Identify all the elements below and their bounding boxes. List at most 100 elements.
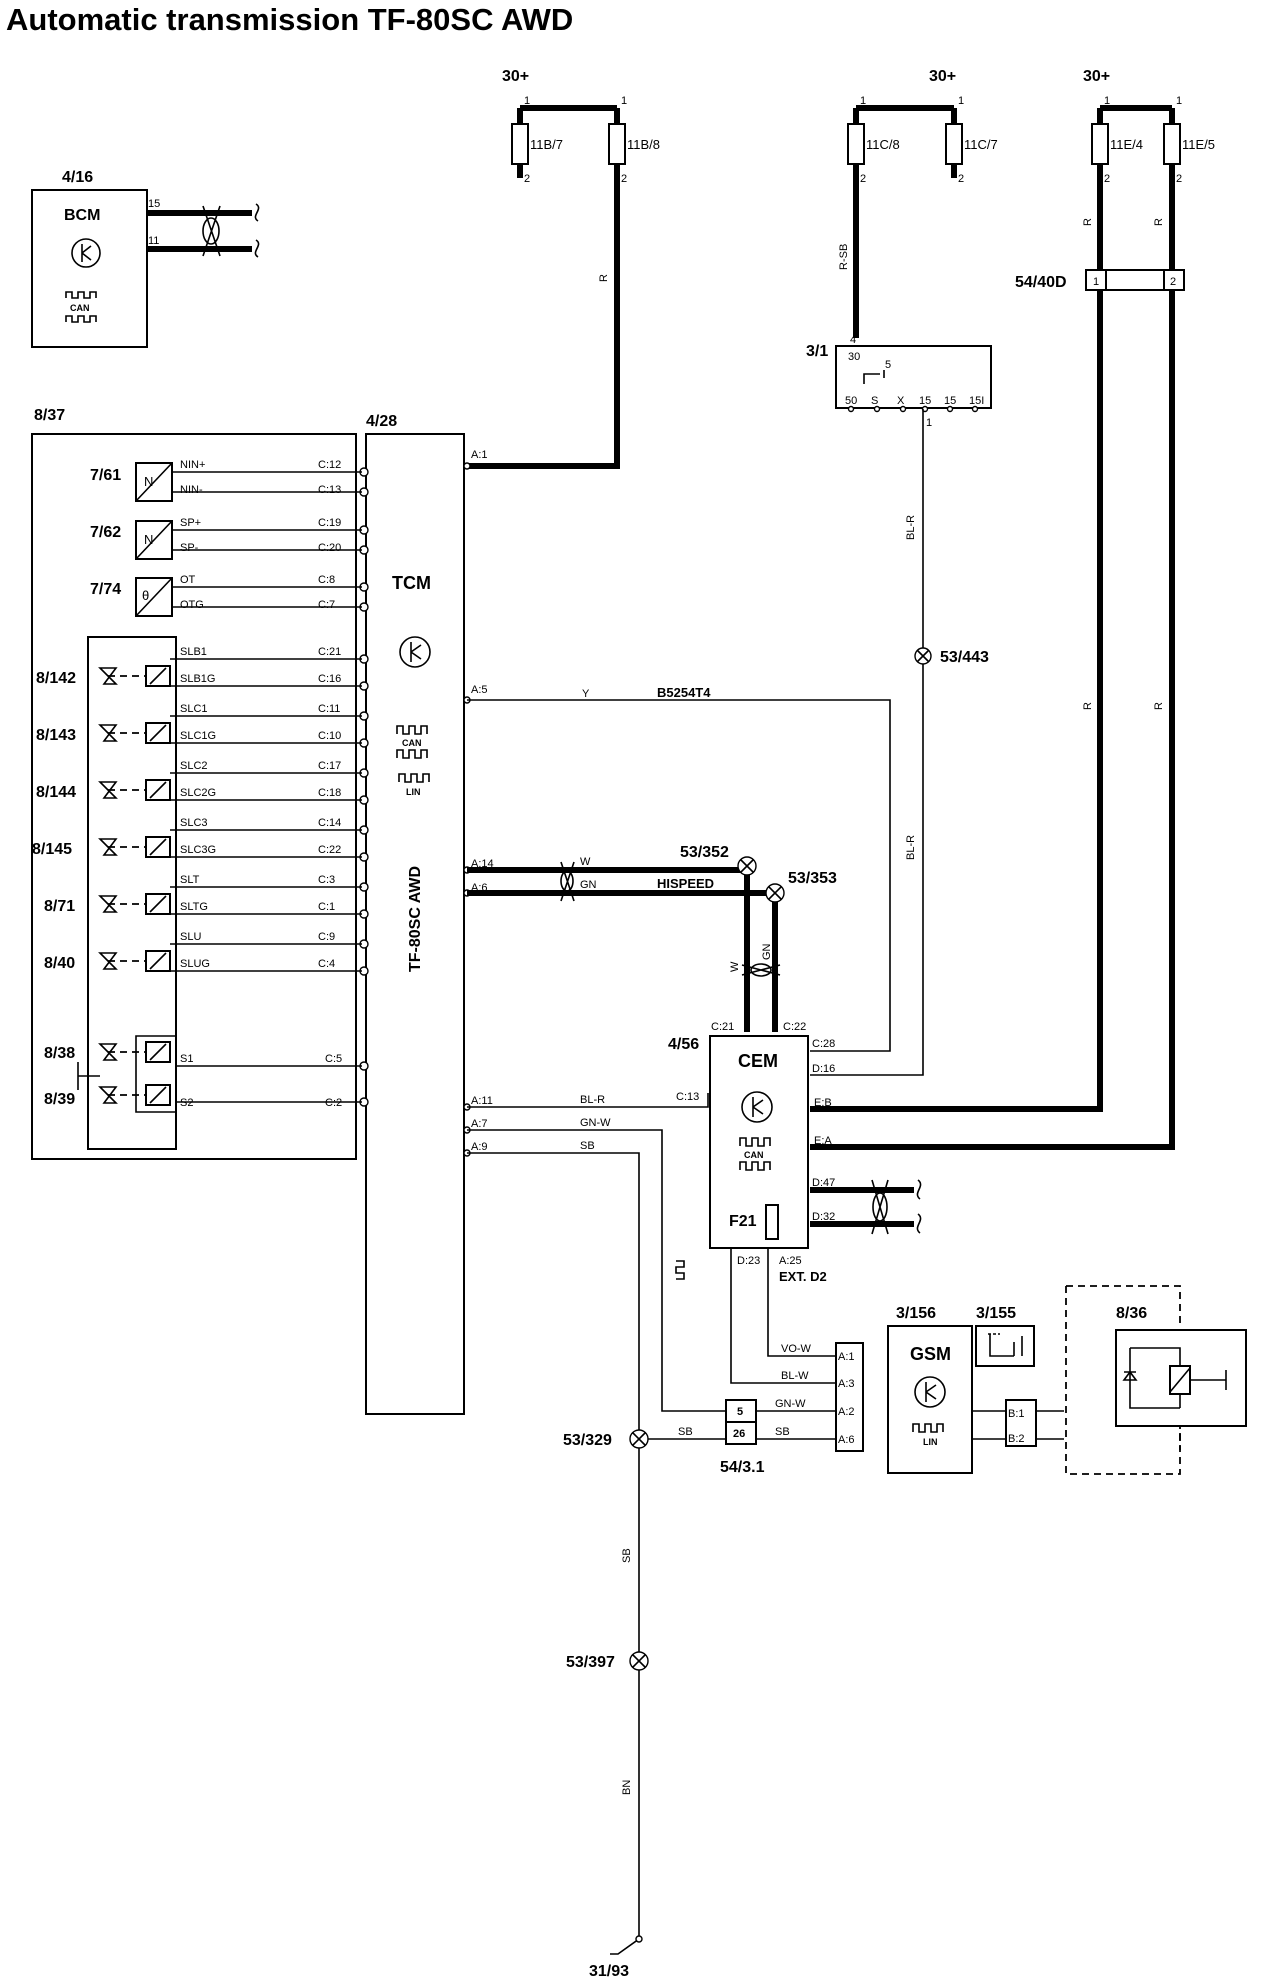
- fuse-11b7-label: 11B/7: [530, 137, 563, 152]
- svg-text:SP-: SP-: [180, 542, 199, 554]
- hispeed-can-pair: W GN HISPEED W GN 53/352 53/353: [467, 844, 837, 1032]
- svg-text:SLC2: SLC2: [180, 760, 208, 772]
- bcm-pin11: 11: [148, 235, 159, 247]
- svg-text:1: 1: [860, 95, 866, 107]
- wire-tcm-a5-cem: Y B5254T4: [467, 685, 891, 1052]
- bcm-module: 4/16 BCM CAN 15 11: [31, 169, 260, 348]
- ignition-pin-label: 50: [845, 395, 857, 407]
- tcm-pin-contact: [463, 462, 471, 470]
- gearbox-8-37: 8/37: [31, 407, 357, 1160]
- svg-text:SLU: SLU: [180, 931, 201, 943]
- svg-text:GN: GN: [580, 879, 597, 891]
- svg-text:OTG: OTG: [180, 599, 204, 611]
- svg-text:BL-R: BL-R: [905, 515, 917, 540]
- svg-text:Y: Y: [582, 688, 590, 700]
- svg-text:SB: SB: [678, 1426, 693, 1438]
- svg-text:C:5: C:5: [325, 1053, 342, 1065]
- sensor-7-61: 7/61 N NIN+ NIN- C:12 C:13: [90, 459, 362, 502]
- gsm-name: GSM: [910, 1344, 951, 1364]
- svg-text:EXT. D2: EXT. D2: [779, 1269, 827, 1284]
- svg-text:SLB1: SLB1: [180, 646, 207, 658]
- svg-text:1: 1: [1104, 95, 1110, 107]
- svg-text:C:21: C:21: [318, 646, 341, 658]
- fuse-group-11e: 30+ 1 1 2 2 11E/4 11E/5: [1083, 68, 1215, 185]
- svg-text:30: 30: [848, 351, 860, 363]
- wire-cem-a25-vow: [767, 1249, 836, 1357]
- svg-text:A:7: A:7: [471, 1118, 488, 1130]
- ignition-pin-label: 15: [944, 395, 956, 407]
- svg-text:B5254T4: B5254T4: [657, 685, 711, 700]
- sensor-7-74: 7/74 θ OT OTG C:8 C:7: [90, 574, 362, 617]
- svg-text:SP+: SP+: [180, 517, 201, 529]
- ignition-pin-label: S: [871, 395, 878, 407]
- sensor-7-62: 7/62 N SP+ SP- C:19 C:20: [90, 517, 362, 560]
- fuse-11c8-symbol: [847, 123, 865, 165]
- svg-text:A:1: A:1: [838, 1351, 855, 1363]
- svg-text:C:20: C:20: [318, 542, 341, 554]
- svg-text:BL-R: BL-R: [580, 1094, 605, 1106]
- svg-text:C:18: C:18: [318, 787, 341, 799]
- svg-text:SB: SB: [580, 1140, 595, 1152]
- fuse-11e5-label: 11E/5: [1182, 137, 1215, 152]
- svg-text:S1: S1: [180, 1053, 193, 1065]
- tcm-name: TCM: [392, 573, 431, 593]
- svg-text:1: 1: [1176, 95, 1182, 107]
- wire-11b8-to-tcm: [467, 178, 620, 469]
- gsm-transistor-icon: [914, 1376, 946, 1408]
- svg-text:2: 2: [1176, 173, 1182, 185]
- wire-tcm-a11-cem: [467, 1093, 709, 1108]
- svg-text:2: 2: [958, 173, 964, 185]
- svg-text:D:23: D:23: [737, 1255, 760, 1267]
- svg-text:R: R: [1082, 218, 1094, 226]
- wire-r-label: R: [598, 274, 610, 282]
- shift-solenoids-8-38-8-39: 8/38 8/39 S1 S2 C:5 C:2: [44, 1035, 362, 1113]
- svg-text:7/74: 7/74: [90, 581, 121, 598]
- wire-ignition-to-cem: [810, 409, 924, 1076]
- svg-text:A:3: A:3: [838, 1378, 855, 1390]
- svg-text:7/62: 7/62: [90, 524, 121, 541]
- svg-text:SLC3: SLC3: [180, 817, 208, 829]
- svg-text:SLT: SLT: [180, 874, 200, 886]
- solenoid-8-144: 8/144 SLC2 SLC2G C:17 C:18: [36, 760, 362, 801]
- wire-tcm-a7-gnw: [467, 1129, 726, 1412]
- tcm-model: TF-80SC AWD: [407, 866, 424, 972]
- svg-text:C:22: C:22: [318, 844, 341, 856]
- cem-module: 4/56 CEM CAN F21 C:21 C:22 C:28 D:16 C:1…: [668, 1021, 922, 1284]
- svg-text:R: R: [1082, 702, 1094, 710]
- wire-tcm-a9-sb: [467, 1152, 640, 1939]
- supply-30plus-middle: 30+: [929, 68, 956, 85]
- svg-text:C:1: C:1: [318, 901, 335, 913]
- svg-text:1: 1: [621, 95, 627, 107]
- svg-text:SLB1G: SLB1G: [180, 673, 215, 685]
- svg-text:2: 2: [1170, 276, 1176, 288]
- svg-text:SLUG: SLUG: [180, 958, 210, 970]
- fuse-11e5-symbol: [1163, 123, 1181, 165]
- svg-text:53/397: 53/397: [566, 1654, 615, 1671]
- diagram-title: Automatic transmission TF-80SC AWD: [6, 2, 573, 37]
- solenoid-8-143: 8/143 SLC1 SLC1G C:11 C:10: [36, 703, 362, 744]
- svg-text:A:6: A:6: [838, 1434, 855, 1446]
- svg-text:4: 4: [850, 334, 856, 346]
- svg-text:D:47: D:47: [812, 1177, 835, 1189]
- ground-31-93: 31/93: [589, 1935, 643, 1980]
- fuse-11c7-label: 11C/7: [964, 137, 998, 152]
- svg-text:C:19: C:19: [318, 517, 341, 529]
- svg-text:BN: BN: [621, 1780, 633, 1795]
- svg-text:C:7: C:7: [318, 599, 335, 611]
- svg-text:8/39: 8/39: [44, 1091, 75, 1108]
- ignition-pin-contact: [847, 405, 855, 413]
- svg-text:R: R: [1153, 218, 1165, 226]
- svg-text:NIN-: NIN-: [180, 484, 203, 496]
- svg-text:C:10: C:10: [318, 730, 341, 742]
- svg-text:53/353: 53/353: [788, 870, 837, 887]
- svg-text:N: N: [144, 532, 153, 547]
- svg-text:B:1: B:1: [1008, 1408, 1025, 1420]
- svg-text:2: 2: [524, 173, 530, 185]
- svg-text:A:1: A:1: [471, 449, 488, 461]
- fuse-group-11b: 30+ 1 1 2 2 11B/7 11B/8: [502, 68, 660, 185]
- splice-53-329: 53/329: [563, 1429, 649, 1449]
- svg-text:7/61: 7/61: [90, 467, 121, 484]
- svg-text:54/3.1: 54/3.1: [720, 1459, 765, 1476]
- svg-text:E:B: E:B: [814, 1097, 832, 1109]
